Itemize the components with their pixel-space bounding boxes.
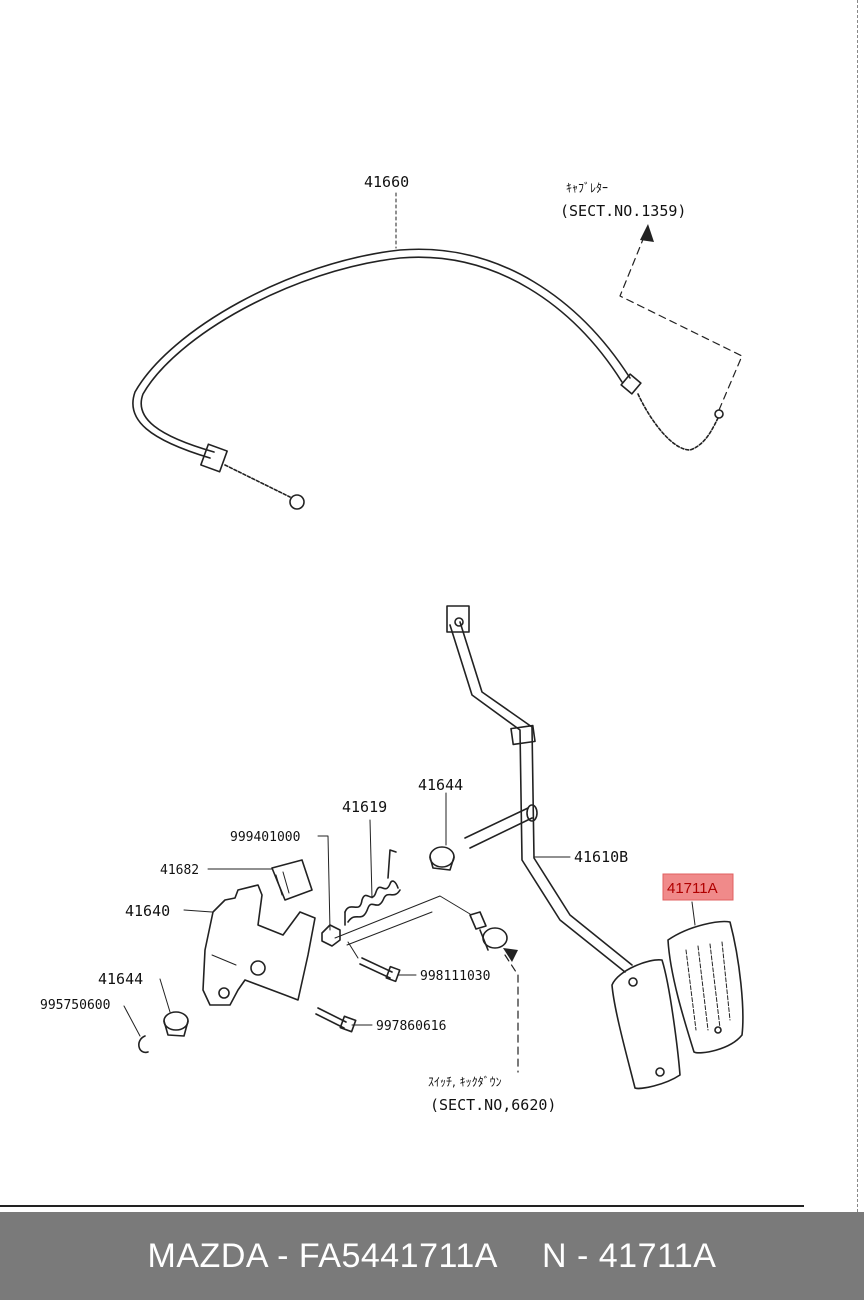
label-41619: 41619 bbox=[342, 798, 387, 816]
label-41682: 41682 bbox=[160, 863, 199, 878]
label-41644-left: 41644 bbox=[98, 970, 143, 988]
label-switch-jp: ｽｲｯﾁ, ｷｯｸﾀﾞｳﾝ bbox=[428, 1075, 502, 1089]
bolt-997860616 bbox=[315, 1007, 357, 1033]
label-41610B: 41610B bbox=[574, 848, 628, 866]
label-carburetor-jp: ｷｬﾌﾞﾚﾀｰ bbox=[566, 181, 608, 195]
bushing-left bbox=[163, 1011, 189, 1037]
pedal-rubber-pad bbox=[667, 920, 744, 1054]
label-41711A: 41711A bbox=[667, 880, 718, 897]
pedal-arm bbox=[446, 605, 633, 973]
switch-dashed-leader bbox=[504, 954, 519, 1073]
pedal-bracket bbox=[202, 884, 316, 1006]
label-41660: 41660 bbox=[364, 173, 409, 191]
stopper-pad bbox=[271, 859, 313, 901]
label-997860616: 997860616 bbox=[376, 1019, 446, 1034]
label-41640: 41640 bbox=[125, 902, 170, 920]
label-41644-top: 41644 bbox=[418, 776, 463, 794]
bolt-998111030 bbox=[359, 957, 401, 983]
footer-brand-part: MAZDA - FA5441711A bbox=[147, 1236, 498, 1275]
label-sect-6620: (SECT.NO,6620) bbox=[430, 1096, 556, 1114]
nut bbox=[321, 924, 341, 947]
return-spring bbox=[344, 849, 401, 926]
parts-diagram: 41660 ｷｬﾌﾞﾚﾀｰ (SECT.NO.1359) 41644 41619… bbox=[0, 173, 804, 1207]
bushing-top bbox=[429, 846, 455, 871]
highlight-box-41711A bbox=[662, 873, 734, 901]
pedal-pad bbox=[611, 959, 681, 1090]
scan-edge bbox=[857, 0, 864, 1212]
label-995750600: 995750600 bbox=[40, 998, 110, 1013]
label-999401000: 999401000 bbox=[230, 830, 300, 845]
label-sect-1359: (SECT.NO.1359) bbox=[560, 202, 686, 220]
footer-bar: MAZDA - FA5441711A N - 41711A bbox=[0, 1212, 864, 1300]
carburetor-dashed-leader bbox=[619, 231, 743, 411]
label-998111030: 998111030 bbox=[420, 969, 490, 984]
accelerator-cable bbox=[132, 248, 724, 510]
e-clip bbox=[138, 1035, 149, 1054]
footer-ref: N - 41711A bbox=[541, 1236, 717, 1275]
kickdown-switch bbox=[469, 911, 508, 951]
